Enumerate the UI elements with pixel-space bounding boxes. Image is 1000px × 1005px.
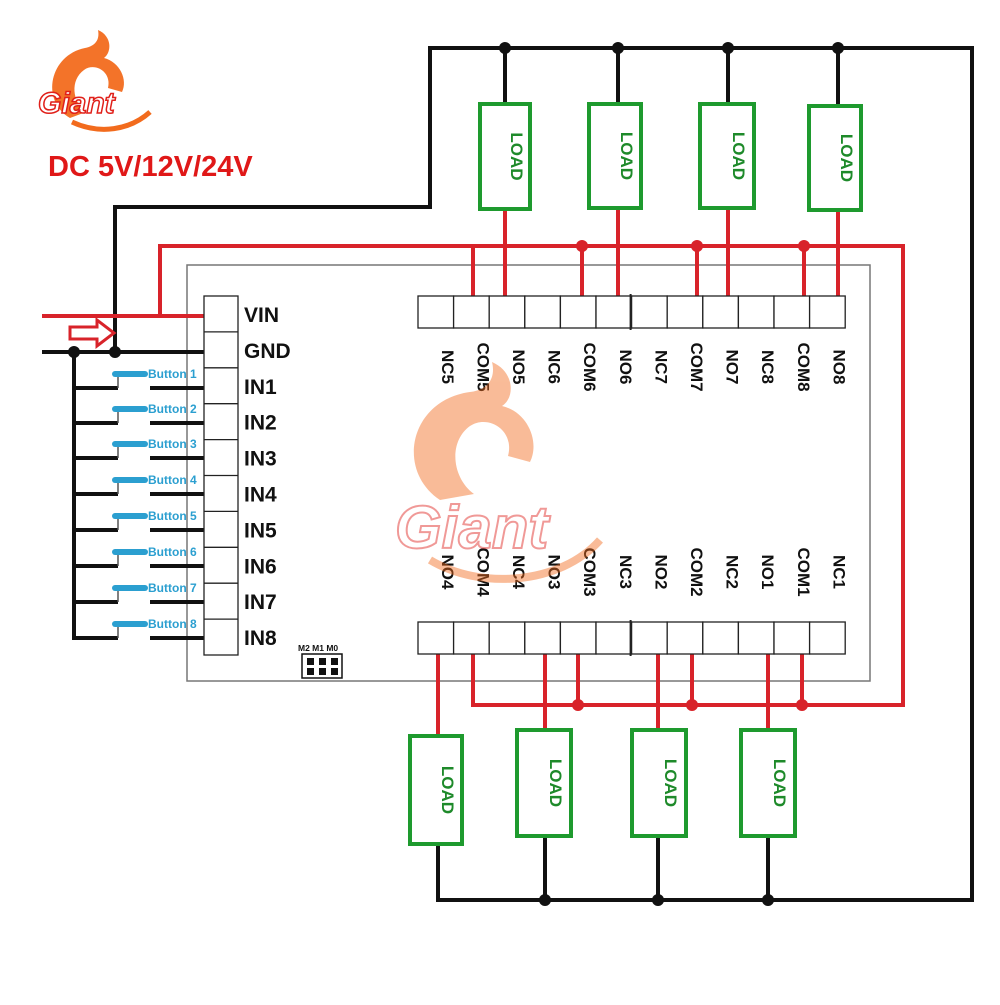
mode-jumper: M2 M1 M0	[298, 643, 343, 679]
load-2: LOAD	[587, 102, 643, 210]
watermark-text: Giant	[395, 494, 551, 561]
button-label: Button 5	[148, 509, 197, 523]
pin-label-in7: IN7	[244, 591, 277, 614]
terminal-label-nc1: NC1	[829, 555, 848, 589]
pin-label-in5: IN5	[244, 519, 277, 542]
load-label: LOAD	[661, 759, 680, 807]
terminal-label-com2: COM2	[687, 547, 706, 596]
load-3: LOAD	[698, 102, 756, 210]
arrow-right-icon	[68, 316, 117, 350]
terminal-label-nc5: NC5	[438, 350, 457, 384]
relay-module-board	[186, 264, 871, 682]
button-label: Button 2	[148, 402, 197, 416]
load-8: LOAD	[739, 728, 797, 838]
terminal-label-nc8: NC8	[758, 350, 777, 384]
pin-label-in8: IN8	[244, 627, 277, 650]
brand-name: Giant	[38, 87, 117, 120]
button-label: Button 8	[148, 617, 197, 631]
load-label: LOAD	[438, 766, 457, 814]
terminal-label-com5: COM5	[473, 342, 492, 391]
pin-label-in6: IN6	[244, 555, 277, 578]
pin-label-in4: IN4	[244, 484, 277, 507]
pin-label-in2: IN2	[244, 412, 277, 435]
watermark-logo: Giant	[394, 362, 603, 583]
terminal-label-no5: NO5	[509, 350, 528, 385]
terminal-label-com3: COM3	[580, 547, 599, 596]
mode-label: M2 M1 M0	[298, 643, 338, 653]
load-1: LOAD	[478, 102, 532, 211]
pin-label-vin: VIN	[244, 304, 279, 327]
terminal-label-no2: NO2	[651, 555, 670, 590]
load-4: LOAD	[807, 104, 863, 212]
terminal-label-no6: NO6	[616, 350, 635, 385]
button-label: Button 7	[148, 581, 197, 595]
load-label: LOAD	[546, 759, 565, 807]
top-terminal-block: NC5 COM5 NO5 NC6 COM6 NO6 NC7 COM7 NO7 NC8 COM8 NO8	[417, 294, 848, 392]
terminal-label-com1: COM1	[794, 547, 813, 596]
voltage-label: DC 5V/12V/24V	[48, 151, 253, 183]
brand-logo: Giant	[37, 30, 152, 132]
pin-label-in1: IN1	[244, 376, 277, 399]
terminal-label-nc2: NC2	[723, 555, 742, 589]
load-5: LOAD	[408, 734, 464, 846]
button-label: Button 4	[148, 473, 197, 487]
terminal-label-com4: COM4	[473, 547, 492, 597]
load-label: LOAD	[770, 759, 789, 807]
load-label: LOAD	[617, 132, 636, 180]
ground-return-wire	[113, 42, 974, 906]
button-label: Button 3	[148, 437, 197, 451]
pin-label-in3: IN3	[244, 448, 277, 471]
terminal-label-nc3: NC3	[616, 555, 635, 589]
load-6: LOAD	[515, 728, 573, 838]
terminal-label-com6: COM6	[580, 342, 599, 391]
pin-label-gnd: GND	[244, 340, 291, 363]
terminal-label-no1: NO1	[758, 555, 777, 590]
button-label: Button 1	[148, 367, 197, 381]
terminal-label-nc7: NC7	[651, 350, 670, 384]
terminal-label-com7: COM7	[687, 342, 706, 391]
button-label: Button 6	[148, 545, 197, 559]
load-label: LOAD	[837, 134, 856, 182]
load-label: LOAD	[729, 132, 748, 180]
loads: LOAD LOAD LOAD LOAD LOAD LOAD LOAD LOAD	[408, 102, 863, 846]
load-label: LOAD	[507, 132, 526, 180]
push-button-5: Button 5	[74, 509, 222, 532]
load-7: LOAD	[630, 728, 688, 838]
terminal-label-no3: NO3	[545, 555, 564, 590]
terminal-label-com8: COM8	[794, 342, 813, 391]
power-com-bus	[158, 240, 905, 711]
terminal-label-nc6: NC6	[545, 350, 564, 384]
no-load-wires	[436, 208, 840, 735]
terminal-label-no8: NO8	[829, 350, 848, 385]
terminal-label-no4: NO4	[438, 555, 457, 591]
terminal-label-nc4: NC4	[509, 555, 528, 590]
bottom-terminal-block: NO4 COM4 NC4 NO3 COM3 NC3 NO2 COM2 NC2 NO1 COM1 NC1	[417, 547, 848, 656]
terminal-label-no7: NO7	[723, 350, 742, 385]
